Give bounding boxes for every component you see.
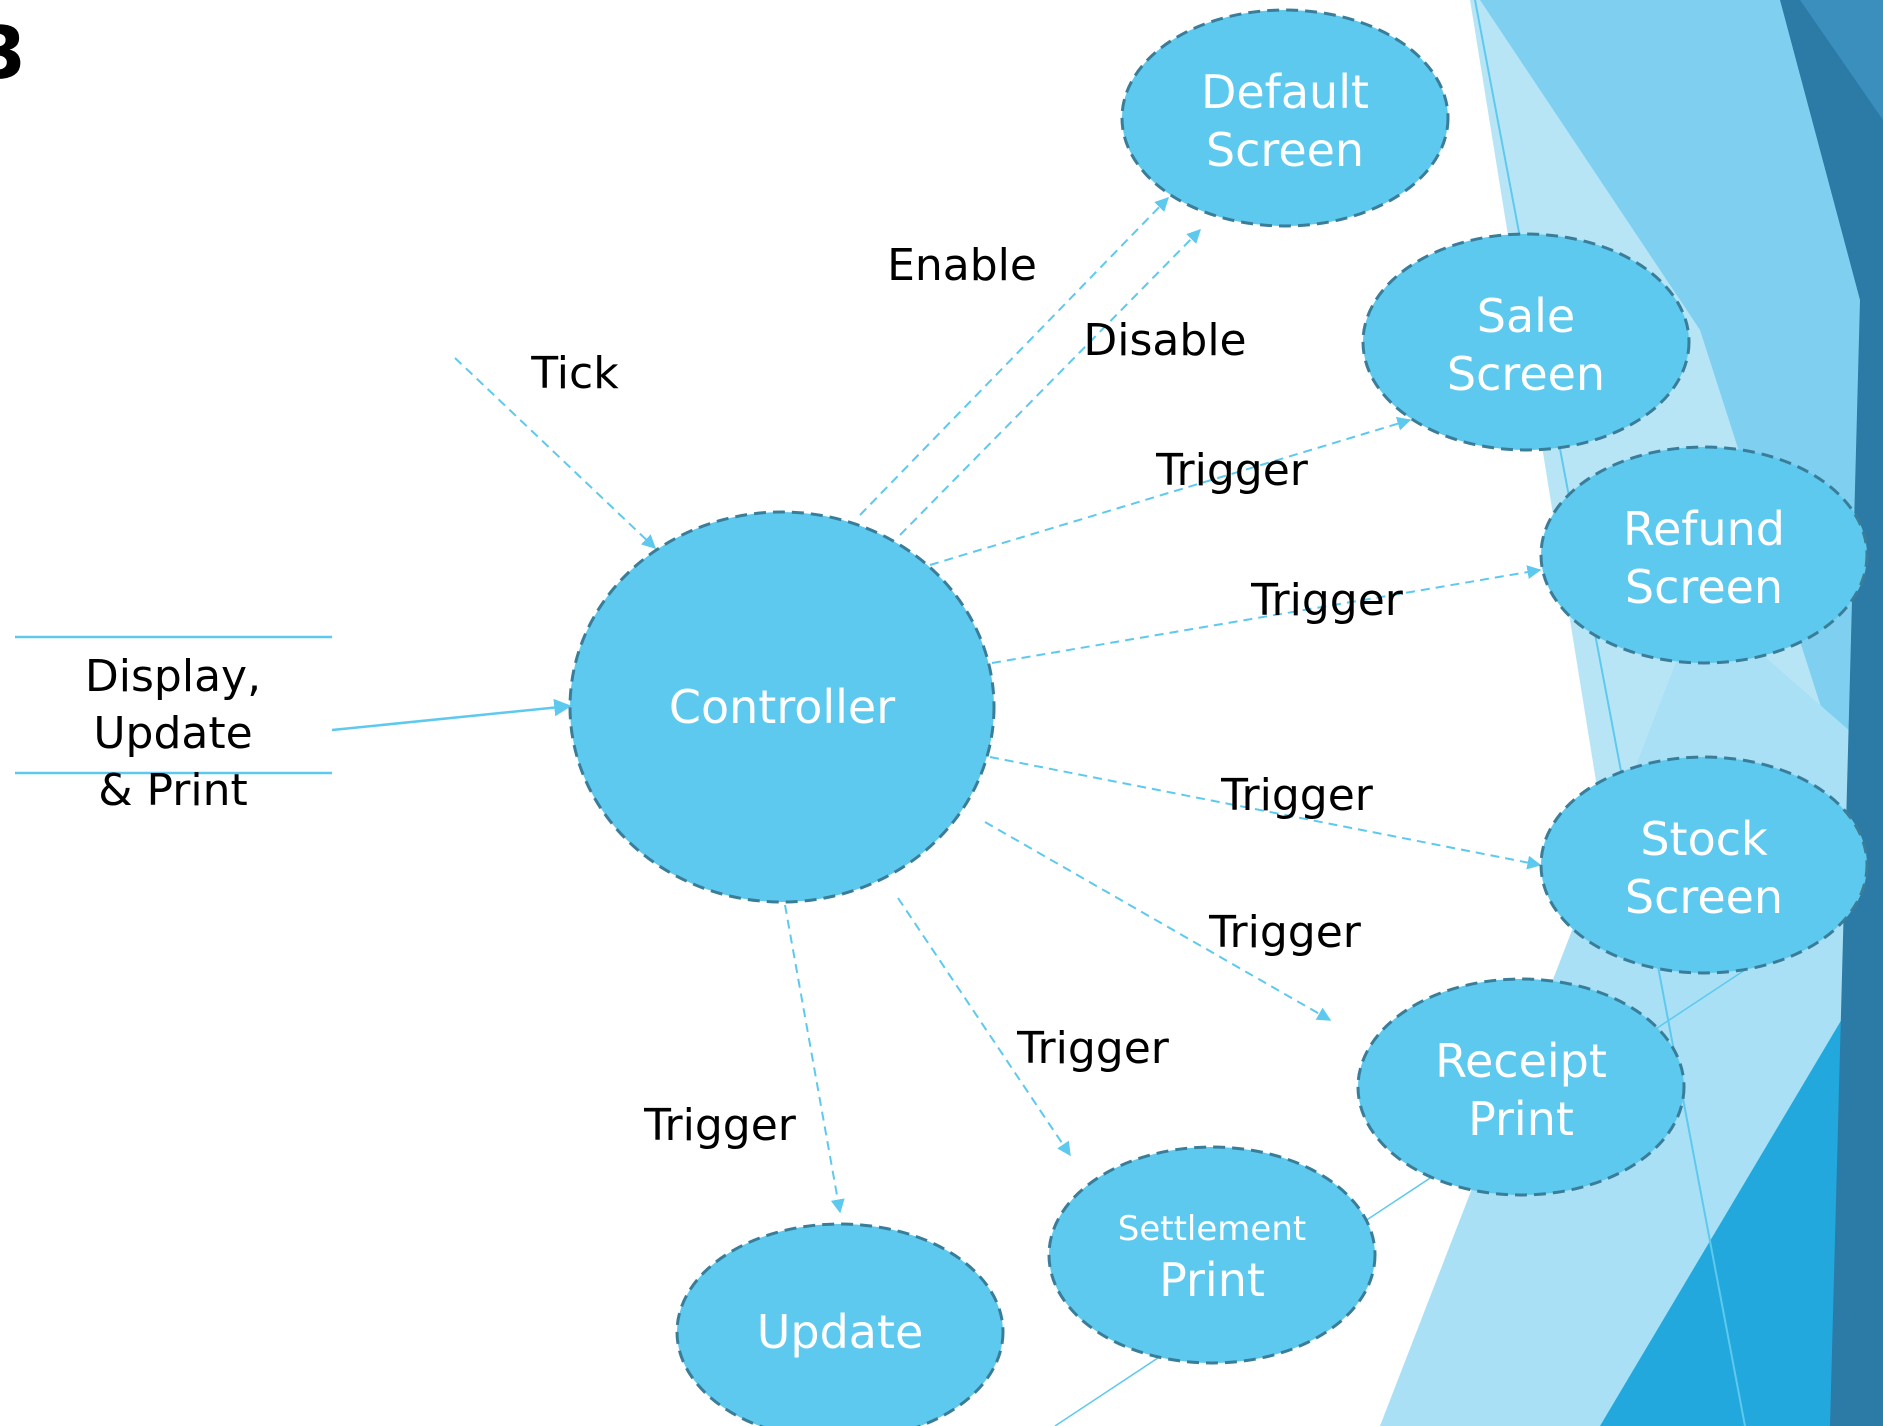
label-tick: Tick [530,348,619,399]
entity-label-line-1: Display, [85,651,261,702]
edge-entity-to-controller [331,698,572,732]
node-refund-screen-line-2: Screen [1625,560,1783,614]
edge-trigger-sale [929,416,1412,566]
edge-disable [899,229,1201,536]
label-trigger-settlement: Trigger [1016,1023,1170,1074]
node-refund-screen: Refund Screen [1539,445,1869,665]
node-update: Update [675,1222,1005,1426]
node-settlement-print-line-1: Settlement [1118,1209,1306,1249]
edges [331,196,1542,1214]
node-receipt-print: Receipt Print [1356,977,1686,1197]
node-default-screen: Default Screen [1120,8,1450,228]
external-entity: Display, Update & Print [15,635,332,816]
node-update-label: Update [757,1305,924,1359]
node-default-screen-line-1: Default [1201,65,1369,119]
edge-trigger-settlement [897,897,1071,1157]
entity-label-line-2: Update [93,708,252,759]
edge-trigger-receipt [984,821,1332,1021]
entity-label-line-3: & Print [98,765,248,816]
edge-tick [454,357,657,549]
node-sale-screen: Sale Screen [1361,232,1691,452]
label-trigger-stock: Trigger [1220,770,1374,821]
node-settlement-print: Settlement Print [1047,1145,1377,1365]
label-trigger-receipt: Trigger [1208,907,1362,958]
label-trigger-refund: Trigger [1250,575,1404,626]
node-settlement-print-line-2: Print [1159,1253,1265,1307]
edge-trigger-refund [991,565,1542,664]
label-trigger-update: Trigger [643,1100,797,1151]
node-receipt-print-line-2: Print [1468,1092,1574,1146]
edge-enable [859,196,1169,516]
corner-glyph: 3 [0,11,26,95]
edge-trigger-stock [989,756,1542,870]
label-trigger-sale: Trigger [1155,445,1309,496]
node-stock-screen: Stock Screen [1539,755,1869,975]
node-default-screen-line-2: Screen [1206,123,1364,177]
node-sale-screen-line-1: Sale [1477,289,1575,343]
node-controller: Controller [568,510,996,904]
node-controller-label: Controller [669,680,895,734]
edge-trigger-update [784,904,845,1214]
label-disable: Disable [1083,315,1246,366]
node-sale-screen-line-2: Screen [1447,347,1605,401]
node-refund-screen-line-1: Refund [1623,502,1785,556]
node-stock-screen-line-1: Stock [1640,812,1768,866]
node-stock-screen-line-2: Screen [1625,870,1783,924]
node-receipt-print-line-1: Receipt [1435,1034,1607,1088]
label-enable: Enable [887,240,1037,291]
edge-labels: Tick Enable Disable Trigger Trigger Trig… [530,240,1403,1151]
